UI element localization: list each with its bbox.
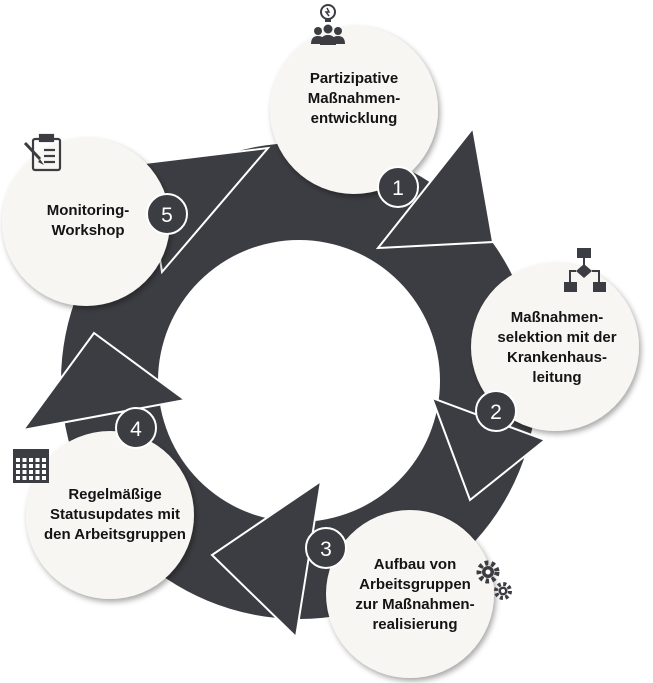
cycle-arrowhead-1	[375, 125, 495, 250]
calendar-cell	[22, 470, 27, 474]
calendar-cell	[35, 476, 40, 480]
calendar-cell	[22, 476, 27, 480]
gears-icon	[476, 560, 512, 600]
calendar-cell	[35, 458, 40, 462]
calendar-cell	[29, 470, 33, 474]
step-circle-2	[471, 263, 639, 431]
calendar-cell	[42, 458, 46, 462]
step-circle-5	[2, 138, 170, 306]
calendar-cell	[42, 476, 46, 480]
calendar-cell	[29, 476, 33, 480]
step-number-5: 5	[161, 204, 173, 227]
step-circle-1	[270, 26, 438, 194]
calendar-cell	[22, 458, 27, 462]
step-number-2: 2	[490, 401, 502, 424]
step-circle-3	[326, 510, 494, 678]
cycle-arrowhead-4	[20, 331, 188, 432]
calendar-cell	[16, 470, 20, 474]
step-label-2: Maßnahmen- selektion mit der Krankenhaus…	[497, 309, 617, 386]
flowchart-icon	[564, 248, 606, 292]
step-badge-1: 1	[377, 166, 419, 208]
calendar-cell	[35, 464, 40, 468]
step-badge-5: 5	[146, 193, 188, 235]
calendar-cell	[42, 464, 46, 468]
calendar-cell	[16, 464, 20, 468]
calendar-cell	[22, 464, 27, 468]
calendar-cell	[42, 470, 46, 474]
step-badge-2: 2	[475, 390, 517, 432]
step-number-4: 4	[130, 418, 142, 441]
step-circle-4	[26, 431, 194, 599]
step-number-3: 3	[320, 538, 332, 561]
step-label-3: Aufbau von Arbeitsgruppen zur Maßnahmen-…	[355, 556, 475, 633]
calendar-cell	[16, 476, 20, 480]
step-badge-3: 3	[305, 527, 347, 569]
step-label-1: Partizipative Maßnahmen- entwicklung	[307, 70, 401, 127]
step-number-1: 1	[392, 177, 404, 200]
people-idea-icon	[311, 4, 345, 45]
step-label-5: Monitoring- Workshop	[46, 202, 130, 239]
calendar-cell	[29, 458, 33, 462]
calendar-icon	[13, 449, 49, 483]
step-badge-4: 4	[115, 407, 157, 449]
calendar-cell	[29, 464, 33, 468]
step-label-4: Regelmäßige Statusupdates mit den Arbeit…	[44, 486, 186, 543]
calendar-cell	[35, 470, 40, 474]
clipboard-pen-icon	[23, 133, 62, 172]
calendar-cell	[16, 458, 20, 462]
